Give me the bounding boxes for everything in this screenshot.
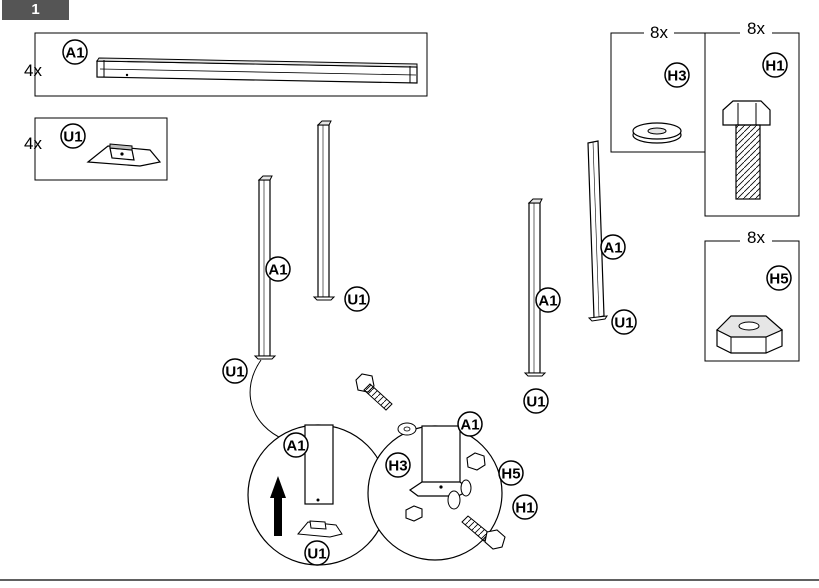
- post-2: U1: [312, 120, 370, 312]
- callout-label: U1: [526, 394, 545, 411]
- rail-profile-drawing: [96, 57, 418, 84]
- callout-label: A1: [268, 262, 287, 279]
- part-box-u1: 4x U1: [24, 117, 168, 181]
- detail-leader-line: [249, 359, 286, 441]
- post-1: A1 U1: [222, 175, 291, 384]
- callout-label: A1: [286, 438, 305, 455]
- part-quantity: 8x: [747, 19, 765, 38]
- nut-drawing: [715, 315, 784, 354]
- post-3: A1 U1: [523, 198, 561, 414]
- part-label-circle: [766, 265, 792, 291]
- part-label: A1: [65, 45, 84, 62]
- part-box-h5: 8x H5: [704, 228, 800, 362]
- callout-label: A1: [460, 417, 479, 434]
- bolt-drawing: [722, 100, 771, 200]
- part-quantity: 4x: [24, 134, 42, 153]
- callout-label: U1: [614, 315, 633, 332]
- part-quantity: 8x: [650, 23, 668, 42]
- part-label: U1: [63, 129, 82, 146]
- callout-label: A1: [603, 240, 622, 257]
- part-quantity: 4x: [24, 61, 42, 80]
- part-box-h1: 8x H1: [704, 19, 800, 217]
- part-label: H1: [765, 58, 784, 75]
- part-label-circle: [762, 52, 788, 78]
- part-box-a1: 4x A1: [24, 32, 428, 97]
- callout-label: U1: [347, 292, 366, 309]
- step-badge: 1: [2, 0, 69, 20]
- step-number: 1: [31, 1, 39, 18]
- part-label: H5: [769, 271, 788, 288]
- callout-label: U1: [225, 364, 244, 381]
- arrow-up-icon: [270, 476, 286, 536]
- callout-label: H3: [388, 458, 407, 475]
- post-4: A1 U1: [587, 140, 637, 335]
- callout-label: H5: [501, 466, 520, 483]
- callout-label: H1: [515, 500, 534, 517]
- washer-drawing: [632, 122, 682, 144]
- part-quantity: 8x: [747, 228, 765, 247]
- part-label-circle: [62, 39, 88, 65]
- part-label-circle: [60, 123, 86, 149]
- part-label: H3: [667, 68, 686, 85]
- part-box-h3: 8x H3: [610, 23, 706, 153]
- detail-view-right: A1 H3 H5 H1: [355, 373, 538, 561]
- callout-label: A1: [538, 293, 557, 310]
- part-label-circle: [664, 62, 690, 88]
- detail-view-left: A1 U1: [247, 424, 389, 566]
- callout-label: U1: [307, 546, 326, 563]
- base-plate-drawing: [86, 143, 162, 167]
